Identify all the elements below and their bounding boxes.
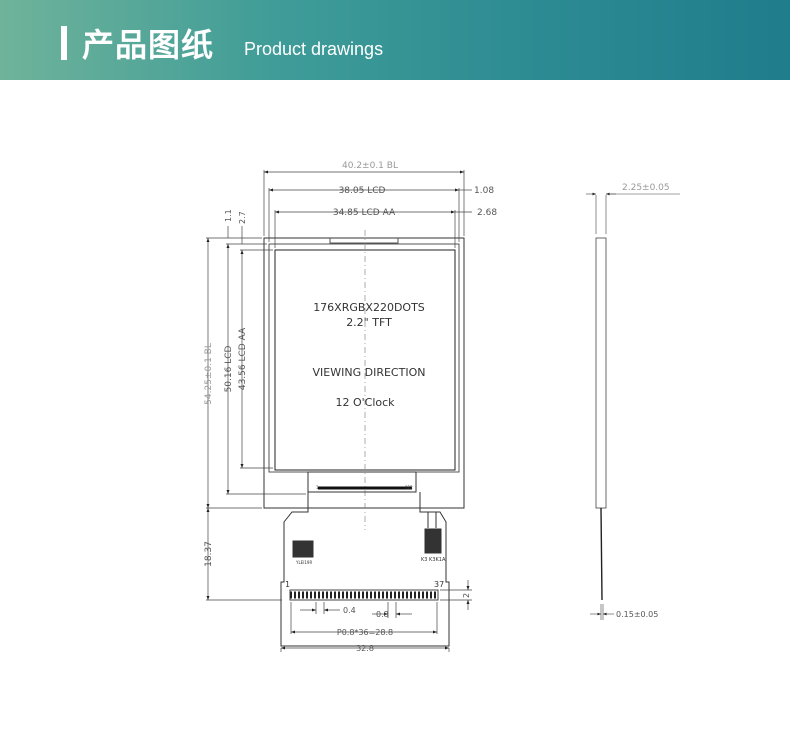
- page-subtitle: Product drawings: [244, 39, 384, 59]
- dim-fpc-thickness: 0.15±0.05: [616, 610, 658, 619]
- dim-pitch: 0.8: [376, 610, 389, 619]
- module-outline: [263, 230, 465, 530]
- side-view: [586, 192, 680, 620]
- pin-first-label: 1: [285, 580, 290, 589]
- dim-bl-height: 54.25±0.1 BL: [204, 343, 214, 405]
- dim-top-offset-2: 2.7: [238, 211, 247, 224]
- dim-lcd-width: 38.05 LCD: [339, 186, 386, 196]
- dim-aa-offset: 2.68: [477, 208, 497, 218]
- bottom-dimensions: [280, 580, 472, 652]
- dim-aa-height: 43.56 LCD AA: [238, 327, 248, 390]
- fpc-label-right: K3 K3K1A: [421, 557, 446, 563]
- pin-last-label: 37: [434, 580, 444, 589]
- viewing-clock-text: 12 O'Clock: [335, 396, 395, 409]
- fpc-label-left: YLEI19R: [295, 560, 312, 565]
- dim-thickness: 2.25±0.05: [622, 183, 670, 193]
- dim-top-offset-1: 1.1: [224, 209, 233, 222]
- dim-aa-width: 34.85 LCD AA: [333, 208, 396, 218]
- header-banner: 产品图纸 Product drawings: [0, 0, 790, 80]
- left-dimensions: [206, 226, 306, 601]
- fpc-tail: [280, 492, 450, 647]
- viewing-direction-text: VIEWING DIRECTION: [313, 366, 426, 379]
- product-drawing: YLEI19R K3 K3K1A 1 37 1 122 176XRGBX220D…: [204, 161, 680, 653]
- dim-fpc-width: 32.8: [356, 644, 374, 653]
- connector-first-label: 1: [316, 485, 319, 490]
- dim-pad-width: 0.4: [343, 606, 356, 615]
- screen-resolution-text: 176XRGBX220DOTS: [313, 301, 425, 314]
- page-title: 产品图纸: [82, 26, 215, 64]
- dim-fpc-length: 18.37: [204, 541, 214, 567]
- dim-pad-height: 2: [462, 593, 471, 598]
- top-dimensions: [263, 170, 472, 248]
- dim-lcd-height: 50.16 LCD: [224, 346, 234, 393]
- connector-last-label: 122: [405, 485, 413, 490]
- dim-bl-width: 40.2±0.1 BL: [342, 161, 398, 171]
- screen-size-text: 2.2" TFT: [346, 316, 392, 329]
- dim-lcd-offset: 1.08: [474, 186, 494, 196]
- dim-pin-span: P0.8*36=28.8: [337, 628, 393, 637]
- header-accent-bar: [61, 26, 67, 60]
